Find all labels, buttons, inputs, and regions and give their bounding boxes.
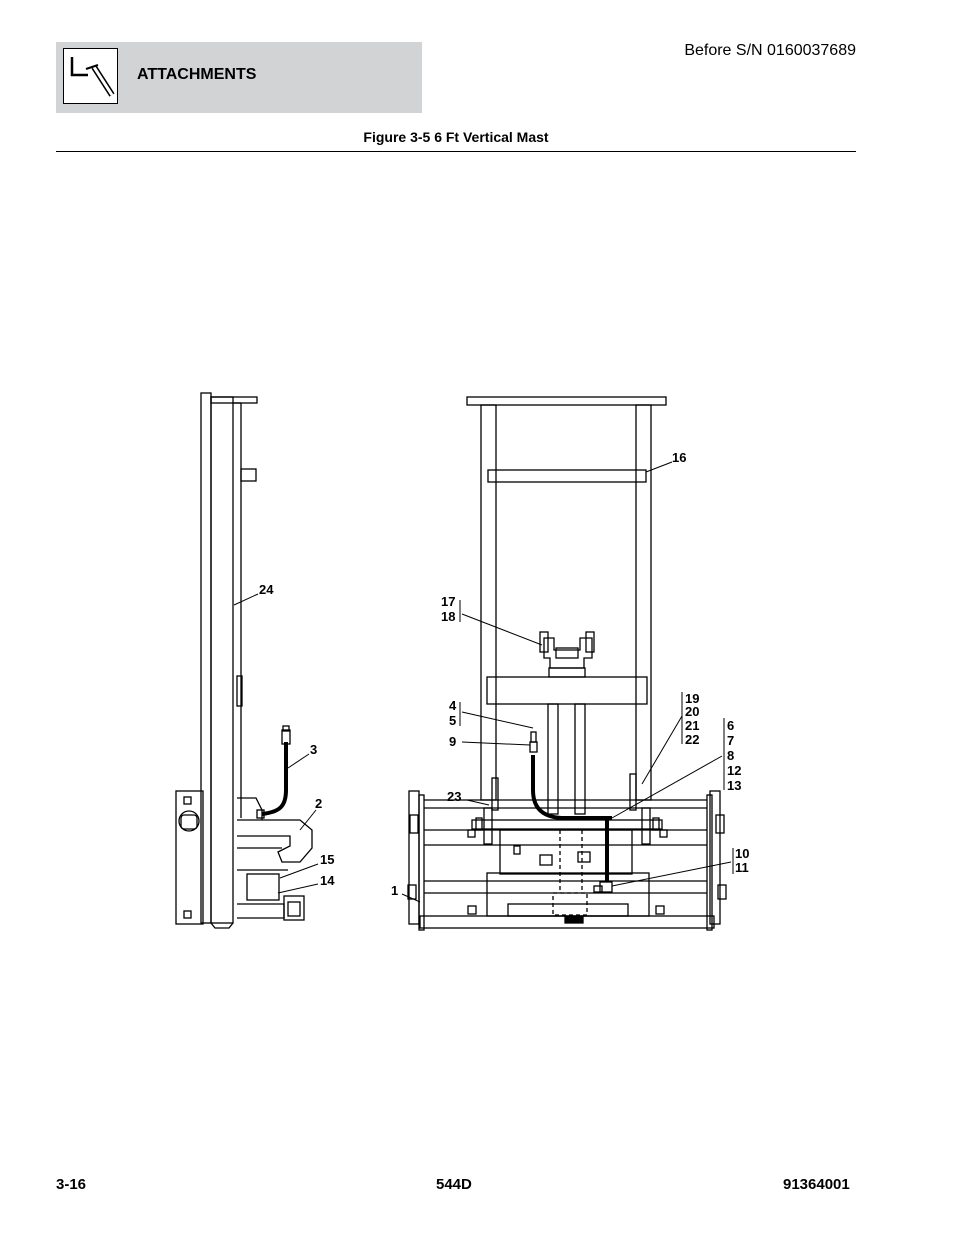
side-view [175, 392, 313, 929]
section-header: ATTACHMENTS [56, 42, 422, 113]
callout-19: 19 [685, 691, 699, 706]
attachment-tool-icon [63, 48, 118, 104]
document-number: 91364001 [783, 1176, 850, 1193]
callout-4: 4 [449, 698, 457, 713]
callouts: 24 3 2 15 14 16 17 18 4 5 9 19 20 21 22 … [259, 450, 749, 898]
callout-15: 15 [320, 852, 334, 867]
callout-17: 17 [441, 594, 455, 609]
front-view [407, 396, 727, 931]
callout-12: 12 [727, 763, 741, 778]
callout-8: 8 [727, 748, 734, 763]
callout-6: 6 [727, 718, 734, 733]
leader-lines [233, 461, 734, 903]
callout-24: 24 [259, 582, 274, 597]
header-rule [56, 151, 856, 152]
callout-18: 18 [441, 609, 455, 624]
callout-22: 22 [685, 732, 699, 747]
callout-10: 10 [735, 846, 749, 861]
callout-16: 16 [672, 450, 686, 465]
serial-note: Before S/N 0160037689 [684, 42, 856, 59]
callout-13: 13 [727, 778, 741, 793]
callout-11: 11 [735, 860, 749, 875]
callout-5: 5 [449, 713, 456, 728]
callout-14: 14 [320, 873, 335, 888]
figure-title: Figure 3-5 6 Ft Vertical Mast [363, 129, 549, 145]
callout-7: 7 [727, 733, 734, 748]
callout-1: 1 [391, 883, 398, 898]
model-name: 544D [436, 1176, 472, 1193]
callout-3: 3 [310, 742, 317, 757]
callout-21: 21 [685, 718, 699, 733]
callout-20: 20 [685, 704, 699, 719]
callout-9: 9 [449, 734, 456, 749]
section-title: ATTACHMENTS [137, 66, 257, 83]
callout-23: 23 [447, 789, 461, 804]
page-number: 3-16 [56, 1176, 87, 1193]
callout-2: 2 [315, 796, 322, 811]
